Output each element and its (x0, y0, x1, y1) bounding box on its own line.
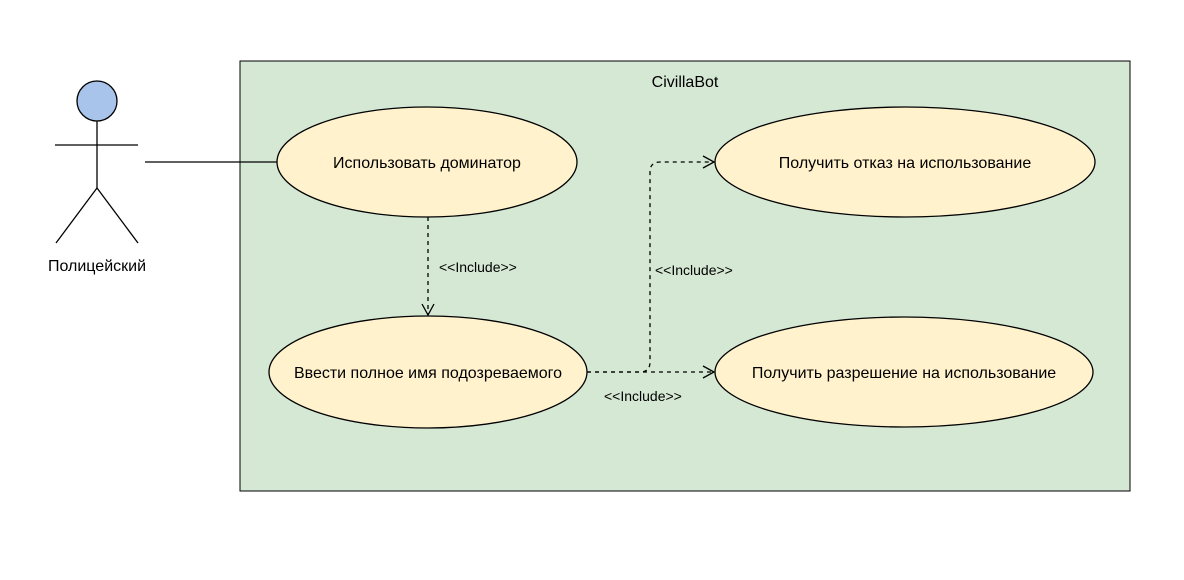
system-title: CivillaBot (652, 74, 719, 91)
usecase-get-refusal[interactable]: Получить отказ на использование (714, 106, 1096, 218)
usecase-label: Получить отказ на использование (779, 155, 1032, 172)
actor-left-leg (55, 187, 98, 244)
usecase-get-permission[interactable]: Получить разрешение на использование (714, 316, 1094, 428)
actor-policeman[interactable]: Полицейский (48, 80, 146, 275)
usecase-enter-name[interactable]: Ввести полное имя подозреваемого (268, 315, 588, 429)
actor-right-leg (96, 187, 139, 244)
usecase-ellipse (714, 316, 1094, 428)
include-label-name-to-permission: <<Include>> (604, 388, 682, 404)
actor-name: Полицейский (48, 258, 146, 275)
usecase-label: Ввести полное имя подозреваемого (294, 365, 562, 382)
include-label-dominator-to-name: <<Include>> (439, 259, 517, 275)
usecase-ellipse (268, 315, 588, 429)
usecase-use-dominator[interactable]: Использовать доминатор (276, 106, 578, 218)
usecase-ellipse (714, 106, 1096, 218)
usecase-label: Получить разрешение на использование (752, 365, 1056, 382)
usecase-ellipse (276, 106, 578, 218)
include-label-name-to-refusal: <<Include>> (655, 262, 733, 278)
actor-head (76, 80, 118, 122)
usecase-label: Использовать доминатор (333, 155, 521, 172)
